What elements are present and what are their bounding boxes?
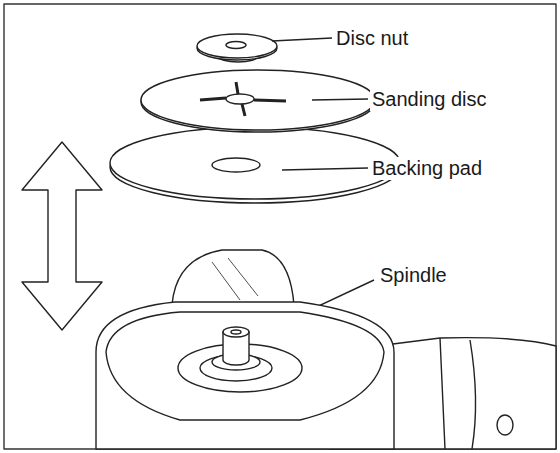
double-arrow: [22, 142, 102, 330]
grinder-illustration: [4, 4, 556, 449]
backing-pad: [110, 127, 400, 203]
sanding-disc: [200, 82, 286, 116]
sanding-disc: [141, 70, 375, 132]
part-label: Backing pad: [370, 157, 484, 180]
disc-nut: [197, 34, 277, 58]
leader-line: [282, 168, 368, 170]
spindle: [231, 330, 241, 334]
guard: [212, 258, 258, 300]
grinder-body: [497, 415, 513, 435]
sanding-disc: [226, 94, 254, 104]
part-label: Disc nut: [334, 27, 410, 50]
disc-nut: [226, 42, 246, 49]
leader-line: [312, 99, 368, 100]
sanding-disc: [141, 70, 375, 130]
spindle: [223, 327, 249, 337]
guard: [172, 250, 294, 305]
part-label: Sanding disc: [370, 88, 489, 111]
leader-line: [272, 38, 332, 41]
guard: [106, 312, 384, 420]
backing-pad: [110, 127, 400, 199]
spindle: [200, 327, 272, 381]
part-label: Spindle: [378, 264, 449, 287]
frame: [4, 4, 556, 449]
guard: [96, 302, 394, 449]
disc-nut: [197, 34, 277, 62]
grinder-body: [440, 338, 476, 449]
guard: [96, 250, 394, 449]
backing-pad: [212, 158, 260, 172]
